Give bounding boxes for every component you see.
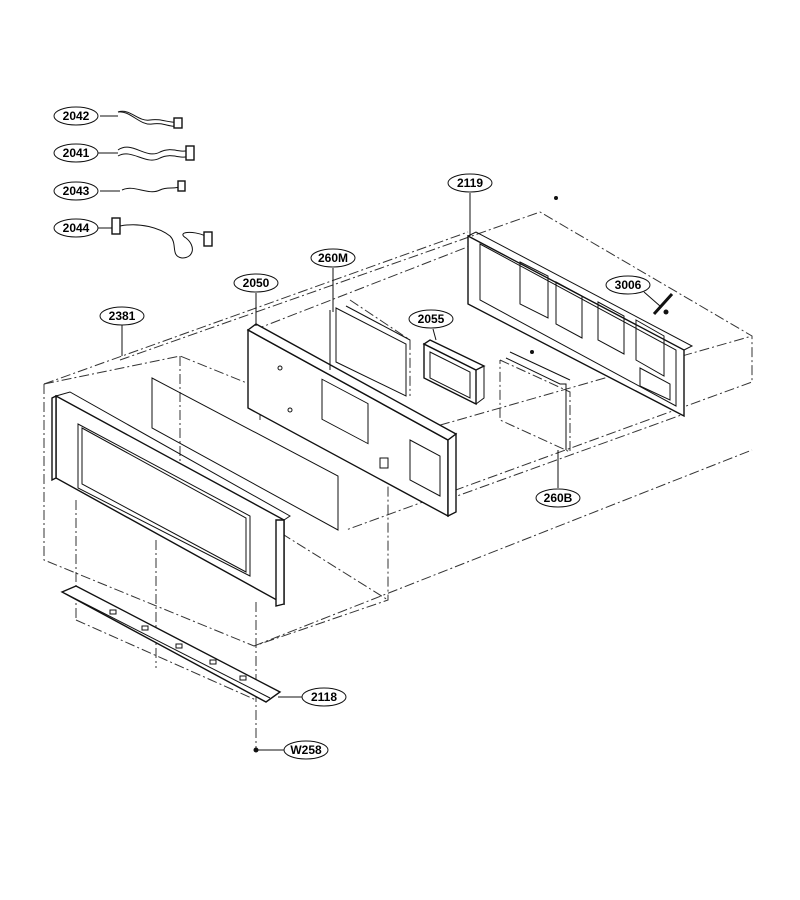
callout-2381: 2381: [99, 306, 145, 326]
callout-label-2044: 2044: [63, 221, 90, 235]
callout-label-260B: 260B: [544, 491, 573, 505]
callout-2042: 2042: [53, 106, 99, 126]
callout-label-2042: 2042: [63, 109, 90, 123]
callout-label-2119: 2119: [457, 176, 483, 190]
callout-2041: 2041: [53, 143, 99, 163]
bottom-rail-2118: [60, 585, 282, 703]
callout-260M: 260M: [310, 248, 356, 268]
wire-harness-2044: [111, 217, 213, 259]
callout-2119: 2119: [447, 173, 493, 193]
display-module-2055: [422, 339, 486, 406]
callout-W258: W258: [283, 740, 329, 760]
callout-label-2050: 2050: [243, 276, 270, 290]
wire-harness-2041: [117, 145, 195, 161]
screw-3006: [652, 292, 674, 316]
callout-2044: 2044: [53, 218, 99, 238]
callout-2118: 2118: [301, 687, 347, 707]
callout-label-2055: 2055: [418, 312, 445, 326]
callout-label-2043: 2043: [63, 184, 90, 198]
callout-label-2041: 2041: [63, 146, 90, 160]
callout-label-260M: 260M: [318, 251, 348, 265]
bracket-260B: [505, 350, 571, 450]
callout-2043: 2043: [53, 181, 99, 201]
callout-2050: 2050: [233, 273, 279, 293]
rear-frame-2119: [467, 196, 694, 418]
callout-label-2381: 2381: [109, 309, 136, 323]
wire-harness-2043: [121, 180, 186, 193]
callout-260B: 260B: [535, 488, 581, 508]
callout-label-3006: 3006: [615, 278, 642, 292]
callout-2055: 2055: [408, 309, 454, 329]
control-panel-frame-2050: [246, 323, 458, 518]
callout-label-W258: W258: [290, 743, 322, 757]
front-panel-2381: [51, 377, 339, 607]
bracket-260M: [329, 305, 411, 397]
wire-harness-2042: [117, 110, 183, 129]
callout-label-2118: 2118: [311, 690, 337, 704]
callout-3006: 3006: [605, 275, 651, 295]
leader-lines: [98, 115, 661, 751]
